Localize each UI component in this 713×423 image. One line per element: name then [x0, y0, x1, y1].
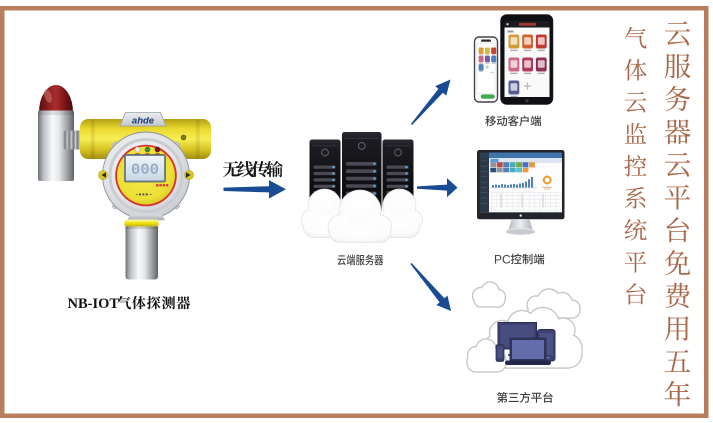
- svg-text:NB-IOT: NB-IOT: [68, 296, 120, 312]
- svg-text:ahde: ahde: [132, 116, 155, 127]
- svg-text:000: 000: [131, 161, 159, 179]
- svg-text:PC: PC: [494, 252, 511, 266]
